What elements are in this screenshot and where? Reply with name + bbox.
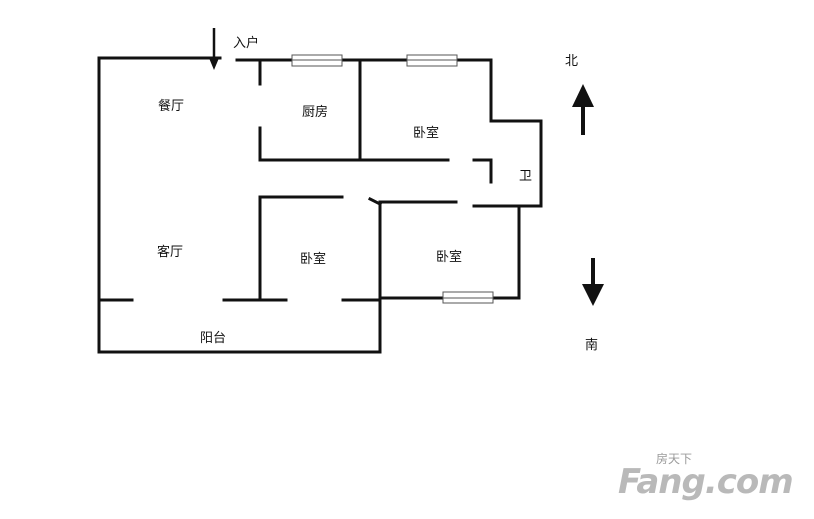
room-label-dining: 餐厅: [158, 99, 185, 114]
north-arrow-icon: [572, 84, 594, 135]
compass-north-label: 北: [565, 54, 579, 69]
wall-bedroom-middle-door-jamb: [367, 196, 383, 207]
room-label-kitchen: 厨房: [302, 105, 329, 120]
watermark-chinese: 房天下: [656, 452, 693, 466]
south-arrow-icon: [582, 258, 604, 306]
windows: [291, 54, 494, 304]
room-label-bathroom: 卫: [519, 169, 533, 184]
room-label-balcony: 阳台: [200, 331, 227, 346]
window-bedroom-north: [406, 54, 458, 67]
room-label-bedroom-middle: 卧室: [300, 252, 327, 267]
entry-arrow: [209, 28, 219, 70]
room-label-living: 客厅: [157, 245, 184, 260]
window-kitchen: [291, 54, 343, 67]
room-label-bedroom-north: 卧室: [413, 126, 440, 141]
watermark-latin: Fang.com: [618, 462, 794, 502]
window-bedroom-south: [442, 291, 494, 304]
room-label-bedroom-south: 卧室: [436, 250, 463, 265]
watermark-logo: 房天下 Fang.com: [612, 448, 812, 508]
entry-label: 入户: [233, 36, 260, 51]
walls: [97, 56, 543, 354]
compass-south-label: 南: [585, 338, 599, 353]
